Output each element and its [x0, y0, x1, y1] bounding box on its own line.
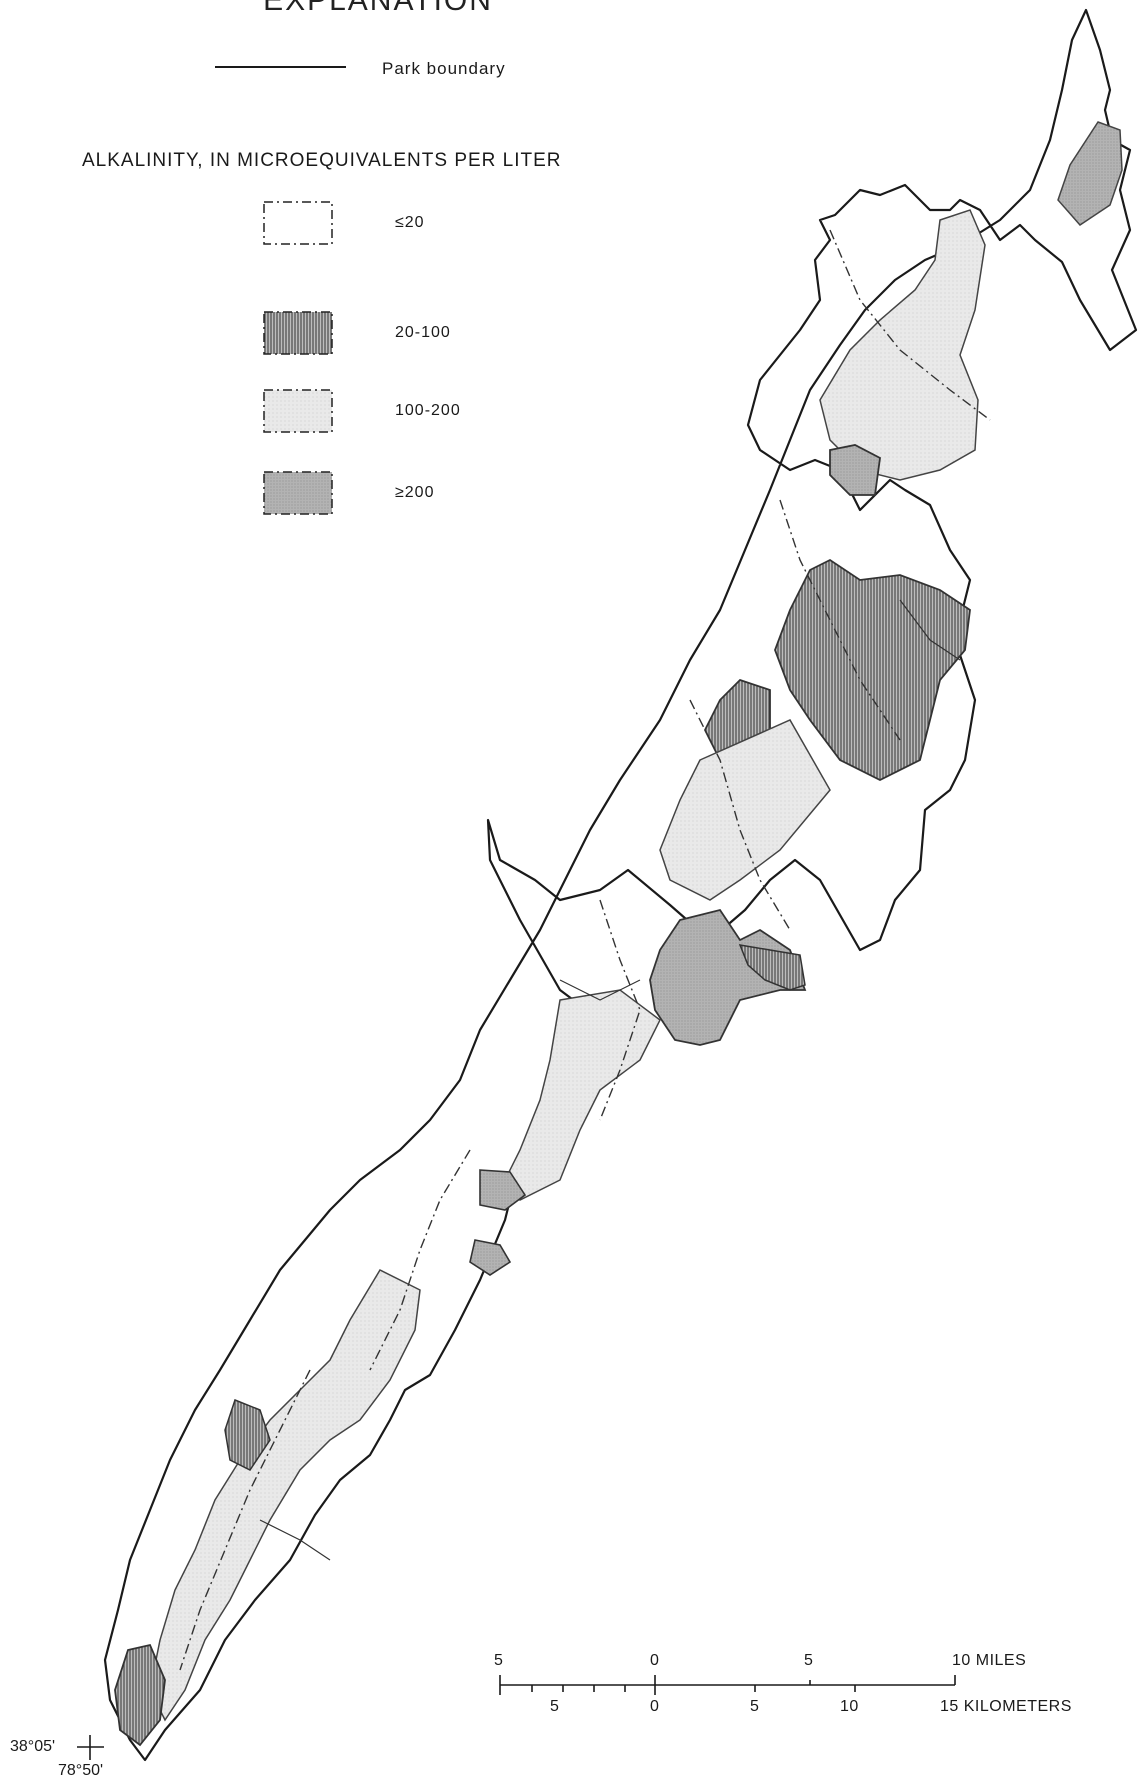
legend-label-c2: 20-100 [395, 324, 451, 341]
latitude-label: 38°05' [10, 1738, 56, 1755]
scale-bar [499, 1675, 956, 1695]
legend-boundary-label: Park boundary [382, 59, 506, 78]
scale-km-label-10: 10 [840, 1698, 859, 1715]
legend-swatch-c2 [263, 311, 333, 355]
legend-swatch-c1 [263, 201, 333, 245]
scale-mile-label-5b: 5 [804, 1652, 814, 1669]
longitude-label: 78°50' [58, 1762, 104, 1779]
basin-divide-6 [179, 1369, 311, 1671]
region-south-hatch-2 [114, 1643, 166, 1747]
legend-label-c4: ≥200 [395, 484, 435, 501]
scale-km-label-15: 15 KILOMETERS [940, 1698, 1072, 1715]
scale-mile-label-5: 5 [494, 1652, 504, 1669]
legend-label-c3: 100-200 [395, 402, 461, 419]
coordinate-cross [77, 1735, 104, 1760]
scale-mile-label-0: 0 [650, 1652, 660, 1669]
region-lower-dark-2 [469, 1239, 512, 1276]
region-north-dark [829, 444, 881, 496]
legend-label-c1: ≤20 [395, 214, 425, 231]
legend-swatch-c4 [263, 471, 333, 515]
basin-line-3 [259, 1519, 331, 1561]
basin-divide-2 [779, 499, 901, 741]
region-lower-dark-1 [479, 1169, 527, 1211]
legend-subtitle: ALKALINITY, IN MICROEQUIVALENTS PER LITE… [82, 150, 562, 171]
scale-km-label-5b: 5 [750, 1698, 760, 1715]
region-mid-hatch [738, 944, 806, 991]
legend-swatch-c3 [263, 389, 333, 433]
scale-km-label-5: 5 [550, 1698, 560, 1715]
region-north-stipple [819, 209, 986, 481]
region-south-hatch-1 [224, 1399, 271, 1471]
region-mid-dark [649, 908, 807, 1046]
basin-divide-4 [599, 899, 641, 1121]
scale-km-label-0: 0 [650, 1698, 660, 1715]
basin-divide-3 [689, 699, 791, 931]
basin-divide-1 [829, 229, 991, 421]
region-lower-stipple [498, 989, 661, 1201]
region-south-stipple [149, 1269, 421, 1722]
region-mid-stipple [659, 719, 831, 901]
basin-line-2 [559, 979, 641, 1001]
basin-line-1 [899, 599, 961, 661]
legend-title: EXPLANATION [263, 0, 493, 17]
region-ne-stipple [1057, 121, 1123, 226]
region-center-hatch [774, 558, 971, 782]
scale-mile-label-10: 10 MILES [952, 1652, 1027, 1669]
park-boundary [103, 8, 1138, 1762]
